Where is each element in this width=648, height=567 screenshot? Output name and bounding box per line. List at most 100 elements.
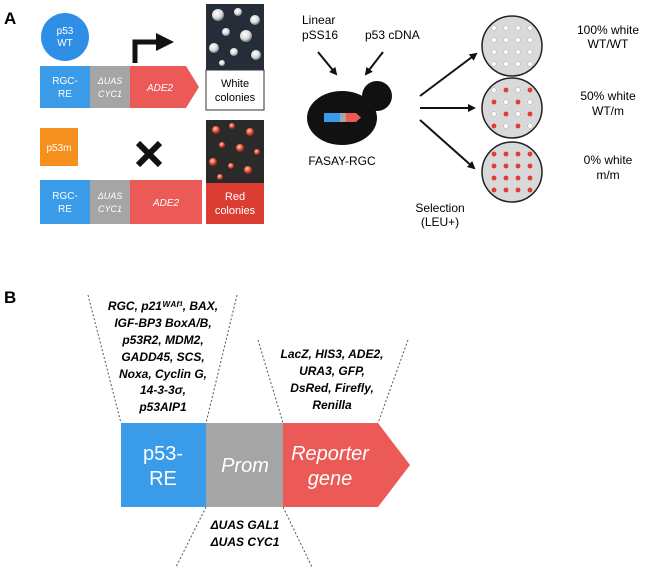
petri-plate	[481, 15, 543, 77]
reporter-gene-box	[283, 423, 410, 507]
red-colony	[503, 163, 509, 169]
prom-gene-line: ΔUAS CYC1	[210, 535, 280, 549]
transcription-arrow-icon	[132, 39, 158, 63]
reporter-gene-line: URA3, GFP,	[299, 364, 365, 378]
reporter-gene-line: DsRed, Firefly,	[290, 381, 374, 395]
wt-re-box	[40, 66, 90, 108]
red-colony	[527, 87, 533, 93]
white-colony	[527, 99, 533, 105]
wt-re-label-1: RGC-	[52, 76, 78, 87]
red-colony	[515, 175, 521, 181]
plate-genotype-label: m/m	[596, 168, 619, 182]
plate3-arrow-icon	[419, 119, 476, 170]
red-colony	[503, 187, 509, 193]
white-colony	[527, 49, 533, 55]
mut-re-label-2: RE	[58, 204, 72, 215]
red-colonies-image	[206, 120, 264, 183]
transcription-arrowhead-icon	[156, 33, 174, 51]
petri-plate	[481, 77, 543, 139]
wt-prom-label-2: CYC1	[98, 89, 122, 99]
plasmid-prom	[340, 113, 346, 122]
p53m-label: p53m	[46, 143, 71, 154]
white-colony	[503, 123, 509, 129]
white-colony	[527, 37, 533, 43]
red-colony	[491, 99, 497, 105]
wt-prom-box	[90, 66, 130, 108]
mut-re-label-1: RGC-	[52, 191, 78, 202]
white-colony	[515, 25, 521, 31]
red-colony	[503, 151, 509, 157]
white-colonies-image	[206, 4, 264, 70]
re-gene-list: RGC, p21ᵂᴬᶠ¹, BAX, IGF-BP3 BoxA/B, p53R2…	[108, 299, 218, 414]
red-colony	[491, 151, 497, 157]
prom-box	[206, 423, 283, 507]
red-colony	[491, 123, 497, 129]
red-colony	[515, 99, 521, 105]
cdna-label: p53 cDNA	[365, 28, 420, 42]
mut-reporter-box	[130, 180, 202, 224]
red-colony	[527, 151, 533, 157]
red-colony	[491, 187, 497, 193]
white-colony	[503, 61, 509, 67]
red-colony	[515, 151, 521, 157]
pss16-arrow-icon	[317, 51, 338, 76]
plate-percent-label: 50% white	[580, 89, 636, 103]
white-colony	[491, 25, 497, 31]
red-colony	[503, 175, 509, 181]
re-gene-line: p53R2, MDM2,	[121, 333, 203, 347]
white-colony	[515, 37, 521, 43]
p53-wt-label-1: p53	[57, 26, 74, 37]
white-colony	[503, 49, 509, 55]
plate-percent-label: 0% white	[584, 153, 633, 167]
selection-label-1: Selection	[415, 201, 464, 215]
linear-label-2: pSS16	[302, 28, 338, 42]
white-colony	[491, 49, 497, 55]
prom-label: Prom	[221, 455, 269, 477]
white-colony	[503, 37, 509, 43]
red-colony	[515, 123, 521, 129]
panel-a-label: A	[4, 9, 16, 28]
white-colonies-label-1: White	[221, 78, 249, 90]
red-colonies-label-1: Red	[225, 191, 245, 203]
p53-wt-label-2: WT	[57, 38, 73, 49]
white-colony	[527, 123, 533, 129]
reporter-gene-label-1: Reporter	[291, 443, 370, 465]
re-gene-line: IGF-BP3 BoxA/B,	[114, 316, 211, 330]
white-colony	[515, 111, 521, 117]
strain-label: FASAY-RGC	[308, 154, 376, 168]
plate-genotype-label: WT/m	[592, 104, 624, 118]
mut-prom-label-2: CYC1	[98, 204, 122, 214]
yeast-cell	[307, 81, 392, 145]
white-colony	[515, 87, 521, 93]
reporter-gene-list: LacZ, HIS3, ADE2, URA3, GFP, DsRed, Fire…	[281, 347, 384, 412]
red-colony	[515, 163, 521, 169]
wt-construct: RGC- RE ΔUAS CYC1 ADE2	[40, 66, 199, 108]
linear-label-1: Linear	[302, 13, 335, 27]
red-colonies-label-2: colonies	[215, 205, 256, 217]
red-colony	[527, 111, 533, 117]
red-colony	[491, 163, 497, 169]
funnel-lines	[87, 294, 409, 567]
p53-re-label-1: p53-	[143, 443, 183, 465]
plate-percent-label: 100% white	[577, 23, 639, 37]
reporter-gene-line: Renilla	[312, 398, 352, 412]
white-colony	[491, 111, 497, 117]
white-colony	[527, 61, 533, 67]
selection-label-2: (LEU+)	[421, 215, 459, 229]
mut-prom-box	[90, 180, 130, 224]
p53-re-box	[121, 423, 206, 507]
re-gene-line: Noxa, Cyclin G,	[119, 367, 207, 381]
mut-re-box	[40, 180, 90, 224]
re-gene-line: GADD45, SCS,	[121, 350, 204, 364]
p53-wt-protein: p53 WT	[41, 13, 89, 61]
mut-reporter-label: ADE2	[152, 198, 180, 209]
red-colony	[503, 87, 509, 93]
red-colonies-box	[206, 183, 264, 224]
block-x-icon	[135, 140, 163, 168]
wt-reporter-box	[130, 66, 199, 108]
cdna-arrow-icon	[364, 51, 384, 76]
plate1-arrow-icon	[419, 52, 478, 97]
white-colony	[515, 49, 521, 55]
prom-gene-line: ΔUAS GAL1	[210, 518, 280, 532]
